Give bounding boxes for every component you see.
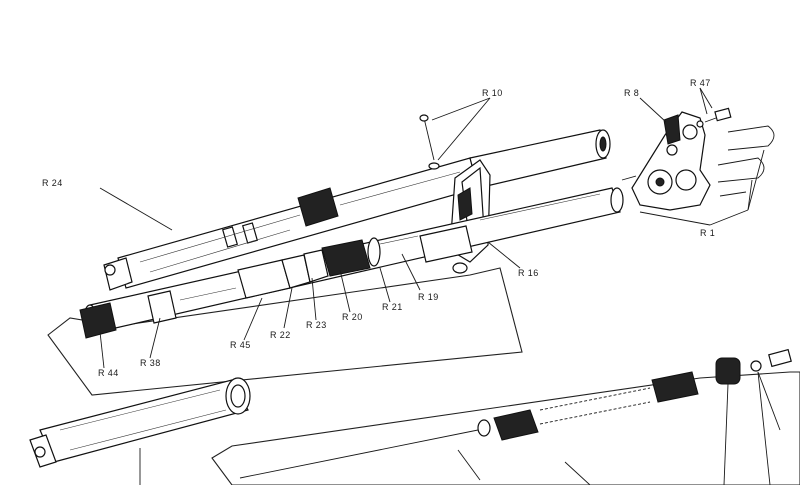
label-r21: R 21	[382, 302, 403, 312]
background-plate-upper	[47, 267, 523, 396]
label-r47: R 47	[690, 78, 711, 88]
label-r16: R 16	[518, 268, 539, 278]
u-bolts	[717, 125, 775, 197]
label-r23: R 23	[306, 320, 327, 330]
top-bolt-r10	[419, 114, 440, 170]
label-r10: R 10	[482, 88, 503, 98]
lower-fork-tube-r16	[79, 187, 624, 339]
label-r20: R 20	[342, 312, 363, 322]
label-r1: R 1	[700, 228, 715, 238]
background-plate-lower	[211, 371, 800, 485]
callout-labels: R 24 R 10 R 8 R 47 R 1 R 16 R 19 R 21 R …	[42, 78, 715, 378]
upper-fork-tube-r24	[103, 129, 611, 291]
leader-lines	[99, 87, 781, 485]
label-r24: R 24	[42, 178, 63, 188]
label-r22: R 22	[270, 330, 291, 340]
headstock-bracket-r8	[621, 111, 711, 211]
damper-rod-assembly	[239, 348, 792, 479]
bolt-r47	[696, 107, 732, 128]
label-r44: R 44	[98, 368, 119, 378]
label-r8: R 8	[624, 88, 639, 98]
label-r19: R 19	[418, 292, 439, 302]
label-r38: R 38	[140, 358, 161, 368]
lower-slider-leg	[29, 377, 251, 468]
label-r45: R 45	[230, 340, 251, 350]
